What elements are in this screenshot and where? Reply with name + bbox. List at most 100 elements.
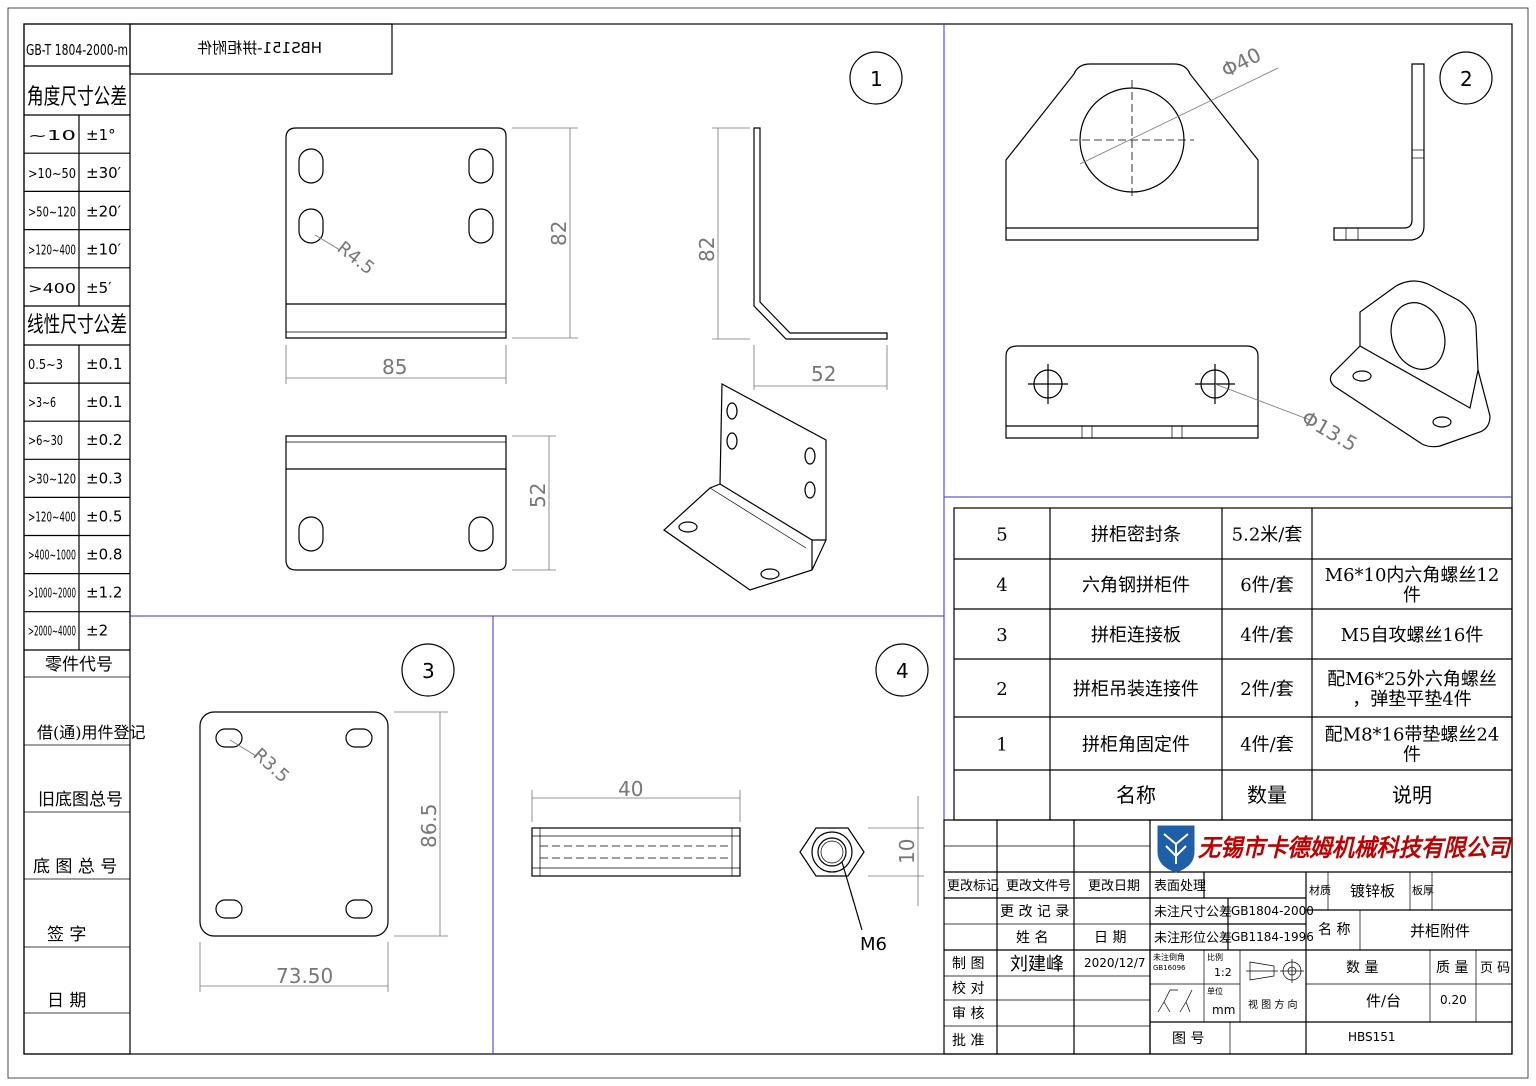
tb-name: 并柜附件 bbox=[1410, 922, 1470, 940]
tb-chamfer-std: GB16096 bbox=[1153, 964, 1186, 972]
view-dividers bbox=[130, 24, 1512, 1054]
linear-tolerance: ±0.2 bbox=[86, 431, 122, 449]
title-block: 更改标记 更改文件号 更改日期 更 改 记 录 姓 名 日 期 制 图 刘建峰 … bbox=[943, 819, 1513, 1055]
bom-header-note: 说明 bbox=[1392, 783, 1432, 807]
bom-no: 3 bbox=[996, 625, 1007, 646]
view-1: 1 R4.5 85 82 bbox=[285, 51, 903, 591]
tb-qty-label: 数 量 bbox=[1346, 960, 1378, 976]
linear-tolerance: ±1.2 bbox=[86, 584, 122, 602]
top-label-box: HBS151-拼柜附件 bbox=[129, 23, 393, 75]
bom-no: 2 bbox=[996, 679, 1007, 700]
bom-qty: 2件/套 bbox=[1240, 679, 1294, 700]
bom-note: M5自攻螺丝16件 bbox=[1341, 625, 1484, 646]
dim-r45: R4.5 bbox=[333, 237, 378, 279]
tb-material-label: 材质 bbox=[1309, 883, 1331, 897]
tb-form-tol-label: 未注形位公差 bbox=[1154, 931, 1232, 946]
angle-tolerance: ±5′ bbox=[86, 279, 112, 297]
tb-dim-tol: GB1804-2000 bbox=[1231, 904, 1314, 918]
dim-side-52: 52 bbox=[811, 362, 836, 386]
angle-range: >50~120 bbox=[28, 205, 76, 220]
view-2: 2 Φ40 bbox=[1005, 42, 1493, 457]
tb-scale: 1:2 bbox=[1214, 966, 1232, 979]
bracket-front-view: R4.5 85 82 bbox=[285, 127, 578, 384]
bom-name: 拼柜吊装连接件 bbox=[1073, 679, 1199, 700]
dim-r35: R3.5 bbox=[249, 744, 294, 787]
bom-name: 拼柜密封条 bbox=[1091, 525, 1181, 546]
bracket-side-view: 82 52 bbox=[695, 127, 888, 390]
tb-qty-unit: 件/台 bbox=[1366, 992, 1401, 1010]
hanger-bottom-view: Φ13.5 bbox=[1005, 345, 1362, 457]
dim-phi135: Φ13.5 bbox=[1298, 406, 1362, 457]
angle-tolerance: ±1° bbox=[86, 126, 116, 144]
dim-40: 40 bbox=[618, 777, 643, 801]
tb-material: 镀锌板 bbox=[1350, 882, 1395, 900]
bom-note: 件 bbox=[1403, 585, 1421, 606]
angle-table: ~10±1°>10~50±30′>50~120±20′>120~400±10′>… bbox=[24, 126, 130, 297]
angle-title: 角度尺寸公差 bbox=[27, 85, 127, 110]
linear-range: >120~400 bbox=[28, 510, 76, 525]
bom-note: ，弹垫平垫4件 bbox=[1352, 689, 1471, 710]
tb-unit: mm bbox=[1212, 1003, 1235, 1017]
tb-form-tol: GB1184-1996 bbox=[1231, 930, 1314, 944]
angle-range: >120~400 bbox=[28, 244, 76, 259]
tb-date-label: 日 期 bbox=[1094, 930, 1126, 946]
tb-surface: 表面处理 bbox=[1154, 879, 1206, 894]
hex-standoff-side: 40 bbox=[531, 777, 741, 877]
tb-drawn-date: 2020/12/7 bbox=[1084, 956, 1146, 970]
tb-drawing-no: HBS151 bbox=[1348, 1030, 1396, 1044]
tb-change-mark: 更改标记 bbox=[947, 879, 999, 894]
linear-tolerance: ±0.3 bbox=[86, 469, 122, 487]
hanger-side-view bbox=[1333, 63, 1425, 241]
view-4: 4 40 10 M6 bbox=[531, 643, 929, 955]
top-label: HBS151-拼柜附件 bbox=[197, 39, 322, 57]
tb-change-doc: 更改文件号 bbox=[1006, 879, 1071, 894]
dim-85: 85 bbox=[382, 355, 407, 379]
tb-drawing-no-label: 图 号 bbox=[1172, 1031, 1204, 1047]
bom-qty: 4件/套 bbox=[1240, 625, 1294, 646]
tb-page-label: 页 码 bbox=[1480, 961, 1510, 976]
bom-note: 配M6*25外六角螺丝 bbox=[1327, 669, 1497, 690]
view-1-number: 1 bbox=[870, 67, 883, 91]
label-part-code: 零件代号 bbox=[45, 655, 113, 675]
tb-dim-tol-label: 未注尺寸公差 bbox=[1154, 905, 1232, 920]
tb-change-record: 更 改 记 录 bbox=[1000, 904, 1069, 920]
linear-title: 线性尺寸公差 bbox=[27, 313, 127, 338]
bom-qty: 5.2米/套 bbox=[1232, 525, 1303, 546]
dim-phi40: Φ40 bbox=[1217, 42, 1265, 82]
angle-range: >400 bbox=[28, 282, 76, 297]
linear-range: >30~120 bbox=[28, 472, 76, 487]
bom-no: 1 bbox=[996, 735, 1007, 756]
view-3: 3 R3.5 86.5 73.50 bbox=[199, 643, 455, 992]
linear-range: 0.5~3 bbox=[28, 358, 63, 373]
dim-865: 86.5 bbox=[417, 803, 441, 848]
registration-labels: 零件代号 借(通)用件登记 旧底图总号 底 图 总 号 签 字 日 期 bbox=[24, 655, 146, 1014]
bom-note: 配M8*16带垫螺丝24 bbox=[1325, 725, 1500, 746]
linear-tolerance: ±0.5 bbox=[86, 507, 122, 525]
bom-name: 拼柜连接板 bbox=[1091, 625, 1181, 646]
view-4-number: 4 bbox=[896, 659, 909, 683]
linear-range: >3~6 bbox=[28, 396, 56, 411]
linear-range: >400~1000 bbox=[28, 549, 76, 564]
tb-review-label: 审 核 bbox=[952, 1006, 984, 1022]
linear-tolerance: ±0.1 bbox=[86, 393, 122, 411]
linear-table: 0.5~3±0.1>3~6±0.1>6~30±0.2>30~120±0.3>12… bbox=[24, 355, 130, 640]
tb-scale-label: 比例 bbox=[1207, 952, 1223, 962]
view-2-number: 2 bbox=[1460, 67, 1473, 91]
tb-mass-label: 质 量 bbox=[1436, 960, 1468, 976]
hanger-isometric bbox=[1329, 280, 1491, 448]
hanger-front-view: Φ40 bbox=[1005, 42, 1279, 241]
angle-range: ~10 bbox=[28, 129, 76, 144]
dim-side-82: 82 bbox=[695, 237, 719, 262]
bom-no: 4 bbox=[996, 575, 1007, 596]
roughness-symbol bbox=[1157, 989, 1193, 1013]
tb-person-label: 姓 名 bbox=[1016, 930, 1048, 946]
tb-check-label: 校 对 bbox=[952, 980, 984, 997]
tb-thickness-label: 板厚 bbox=[1412, 883, 1434, 897]
dim-m6: M6 bbox=[860, 934, 887, 955]
linear-range: >6~30 bbox=[28, 434, 63, 449]
std-code: GB-T 1804-2000-m bbox=[26, 41, 128, 59]
hex-standoff-end: 10 M6 bbox=[799, 796, 924, 955]
angle-tolerance: ±30′ bbox=[86, 164, 122, 182]
label-borrow: 借(通)用件登记 bbox=[37, 723, 146, 742]
